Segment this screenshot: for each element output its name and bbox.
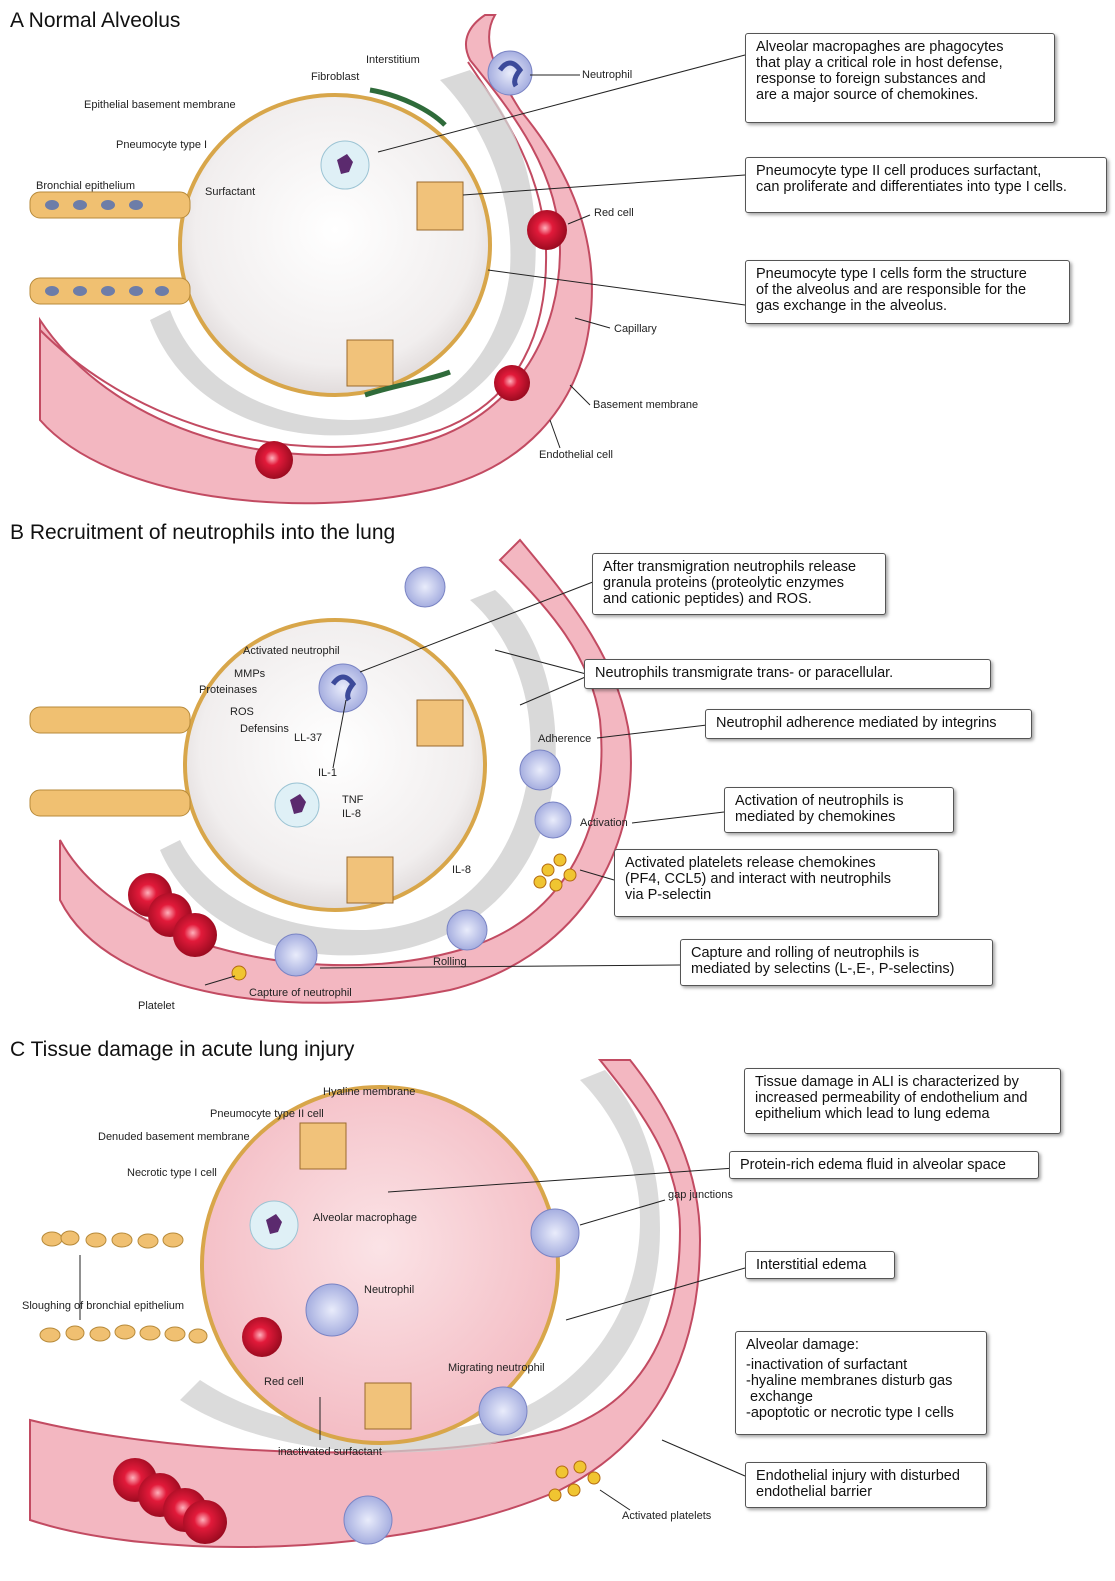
label-activated-neutrophil: Activated neutrophil xyxy=(243,645,340,657)
label-bronchial-epithelium: Bronchial epithelium xyxy=(36,180,135,192)
callout-macrophages: Alveolar macropaghes are phagocytes that… xyxy=(745,33,1055,123)
label-red-cell: Red cell xyxy=(594,207,634,219)
panel-a-title: A Normal Alveolus xyxy=(10,9,180,33)
label-fibroblast: Fibroblast xyxy=(311,71,359,83)
label-activated-platelets: Activated platelets xyxy=(622,1510,711,1522)
label-defensins: Defensins xyxy=(240,723,289,735)
label-pneumocyte-type-1: Pneumocyte type I xyxy=(116,139,207,151)
label-il8-vessel: IL-8 xyxy=(452,864,471,876)
callout-line: endothelial barrier xyxy=(756,1484,976,1500)
neutrophil-icon xyxy=(488,51,532,95)
callout-alveolar-damage: Alveolar damage: -inactivation of surfac… xyxy=(735,1331,987,1435)
callout-line: After transmigration neutrophils release xyxy=(603,559,875,575)
callout-line: Activation of neutrophils is xyxy=(735,793,943,809)
callout-line: are a major source of chemokines. xyxy=(756,87,1044,103)
callout-line: can proliferate and differentiates into … xyxy=(756,179,1096,195)
callout-line: Pneumocyte type II cell produces surfact… xyxy=(756,163,1096,179)
label-il8: IL-8 xyxy=(342,808,361,820)
label-sloughing: Sloughing of bronchial epithelium xyxy=(22,1300,184,1312)
callout-line: that play a critical role in host defens… xyxy=(756,55,1044,71)
label-endothelial-cell: Endothelial cell xyxy=(539,449,613,461)
callout-line: mediated by chemokines xyxy=(735,809,943,825)
label-ll37: LL-37 xyxy=(294,732,322,744)
label-mmps: MMPs xyxy=(234,668,265,680)
platelet-icon xyxy=(232,966,246,980)
callout-line: response to foreign substances and xyxy=(756,71,1044,87)
callout-granula-proteins: After transmigration neutrophils release… xyxy=(592,553,886,615)
label-neutrophil-c: Neutrophil xyxy=(364,1284,414,1296)
label-activation: Activation xyxy=(580,817,628,829)
callout-edema-fluid: Protein-rich edema fluid in alveolar spa… xyxy=(729,1151,1039,1179)
callout-adherence: Neutrophil adherence mediated by integri… xyxy=(705,709,1032,739)
callout-line: Neutrophils transmigrate trans- or parac… xyxy=(595,665,980,681)
callout-activation: Activation of neutrophils is mediated by… xyxy=(724,787,954,833)
label-capture-of-neutrophil: Capture of neutrophil xyxy=(249,987,352,999)
callout-line: mediated by selectins (L-,E-, P-selectin… xyxy=(691,961,982,977)
label-interstitium: Interstitium xyxy=(366,54,420,66)
label-surfactant: Surfactant xyxy=(205,186,255,198)
callout-line: -apoptotic or necrotic type I cells xyxy=(746,1405,976,1421)
callout-line: of the alveolus and are responsible for … xyxy=(756,282,1059,298)
callout-line: Pneumocyte type I cells form the structu… xyxy=(756,266,1059,282)
callout-line: (PF4, CCL5) and interact with neutrophil… xyxy=(625,871,928,887)
label-migrating-neutrophil: Migrating neutrophil xyxy=(448,1362,545,1374)
alveolus xyxy=(180,95,490,395)
callout-line: increased permeability of endothelium an… xyxy=(755,1090,1050,1106)
label-denuded-basement-membrane: Denuded basement membrane xyxy=(98,1131,250,1143)
label-tnf: TNF xyxy=(342,794,363,806)
label-red-cell-c: Red cell xyxy=(264,1376,304,1388)
label-basement-membrane: Basement membrane xyxy=(593,399,698,411)
pneumocyte-type-2-cell xyxy=(417,182,463,230)
label-necrotic-type-1-cell: Necrotic type I cell xyxy=(127,1167,217,1179)
callout-tissue-damage: Tissue damage in ALI is characterized by… xyxy=(744,1068,1061,1134)
label-inactivated-surfactant: inactivated surfactant xyxy=(278,1446,382,1458)
callout-line: Endothelial injury with disturbed xyxy=(756,1468,976,1484)
panel-b-title: B Recruitment of neutrophils into the lu… xyxy=(10,521,395,545)
label-epithelial-basement-membrane: Epithelial basement membrane xyxy=(84,99,236,111)
pneumocyte-type-2-cell-c xyxy=(300,1123,346,1169)
label-adherence: Adherence xyxy=(538,733,591,745)
callout-endothelial-injury: Endothelial injury with disturbed endoth… xyxy=(745,1462,987,1508)
callout-line: exchange xyxy=(746,1389,976,1405)
callout-platelets: Activated platelets release chemokines (… xyxy=(614,849,939,917)
callout-line: -inactivation of surfactant xyxy=(746,1357,976,1373)
label-proteinases: Proteinases xyxy=(199,684,257,696)
label-platelet: Platelet xyxy=(138,1000,175,1012)
callout-line: epithelium which lead to lung edema xyxy=(755,1106,1050,1122)
callout-pneumocyte-type-2: Pneumocyte type II cell produces surfact… xyxy=(745,157,1107,213)
label-hyaline-membrane: Hyaline membrane xyxy=(323,1086,415,1098)
callout-interstitial-edema: Interstitial edema xyxy=(745,1251,895,1279)
callout-line: granula proteins (proteolytic enzymes xyxy=(603,575,875,591)
callout-line: Protein-rich edema fluid in alveolar spa… xyxy=(740,1157,1028,1173)
panel-a-art xyxy=(30,15,745,503)
label-alveolar-macrophage: Alveolar macrophage xyxy=(313,1212,417,1224)
callout-line: Interstitial edema xyxy=(756,1257,884,1273)
label-il1: IL-1 xyxy=(318,767,337,779)
callout-pneumocyte-type-1: Pneumocyte type I cells form the structu… xyxy=(745,260,1070,324)
label-rolling: Rolling xyxy=(433,956,467,968)
label-gap-junctions: gap junctions xyxy=(668,1189,733,1201)
callout-line: Alveolar macropaghes are phagocytes xyxy=(756,39,1044,55)
callout-line: Neutrophil adherence mediated by integri… xyxy=(716,715,1021,731)
callout-line: Alveolar damage: xyxy=(746,1337,976,1353)
callout-line: -hyaline membranes disturb gas xyxy=(746,1373,976,1389)
callout-transmigrate: Neutrophils transmigrate trans- or parac… xyxy=(584,659,991,689)
label-neutrophil: Neutrophil xyxy=(582,69,632,81)
alveolus-b xyxy=(185,620,485,910)
callout-capture-rolling: Capture and rolling of neutrophils is me… xyxy=(680,939,993,986)
callout-line: gas exchange in the alveolus. xyxy=(756,298,1059,314)
callout-line: Activated platelets release chemokines xyxy=(625,855,928,871)
callout-line: via P-selectin xyxy=(625,887,928,903)
red-cell-icon xyxy=(527,210,567,250)
callout-line: Capture and rolling of neutrophils is xyxy=(691,945,982,961)
panel-c-title: C Tissue damage in acute lung injury xyxy=(10,1038,354,1062)
callout-line: and cationic peptides) and ROS. xyxy=(603,591,875,607)
activated-neutrophil-icon xyxy=(319,664,367,712)
label-pneumocyte-type-2-cell: Pneumocyte type II cell xyxy=(210,1108,324,1120)
label-capillary: Capillary xyxy=(614,323,657,335)
label-ros: ROS xyxy=(230,706,254,718)
callout-line: Tissue damage in ALI is characterized by xyxy=(755,1074,1050,1090)
